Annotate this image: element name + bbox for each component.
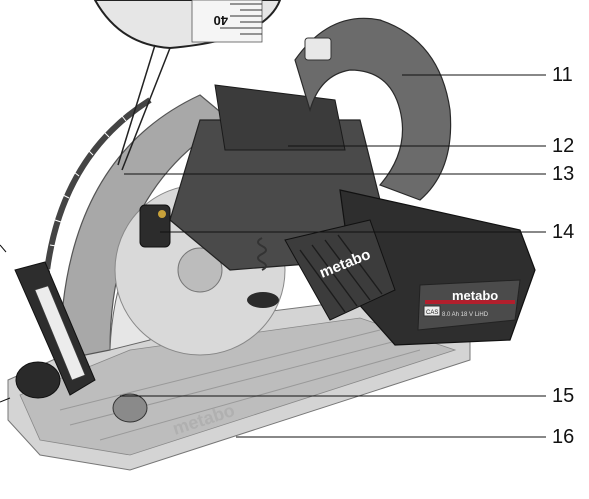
battery-spec-text: 8.0 Ah 18 V LiHD [442, 312, 489, 318]
switch-lock [304, 37, 332, 61]
battery-label-panel [417, 279, 521, 331]
callout-12: 12 [552, 135, 575, 157]
grille-lines [299, 234, 383, 313]
magnifier-scale-value: 40 [214, 13, 228, 28]
magnifier-pointer-right [121, 47, 171, 171]
brand-battery-text: metabo [452, 288, 498, 303]
depth-lock-lever [139, 204, 171, 248]
magnifier-scale [191, 0, 263, 43]
blade-hub [177, 247, 223, 293]
leader-left-a [0, 244, 7, 253]
bevel-lock-knob [112, 393, 148, 423]
bevel-scale [34, 285, 86, 381]
riving-spring [257, 237, 267, 271]
handle [294, 17, 452, 201]
battery-badge-box [423, 305, 441, 317]
battery-badge-text: CAS [426, 310, 438, 316]
callout-13: 13 [552, 163, 575, 185]
leader-lines [0, 74, 546, 438]
callout-14: 14 [552, 221, 575, 243]
magnifier-pointer-left [117, 44, 156, 166]
callout-16: 16 [552, 426, 575, 448]
battery-accent [425, 300, 515, 304]
depth-scale [42, 97, 152, 291]
callout-15: 15 [552, 385, 575, 407]
magnifier-ticks [220, 3, 262, 35]
top-cover [214, 84, 346, 151]
spring-base [247, 292, 279, 308]
depth-lock-dot [158, 210, 166, 218]
callout-11: 11 [552, 64, 573, 86]
leader-left-b [0, 397, 11, 403]
front-knob [15, 361, 61, 399]
depth-scale-ticks [48, 115, 127, 271]
